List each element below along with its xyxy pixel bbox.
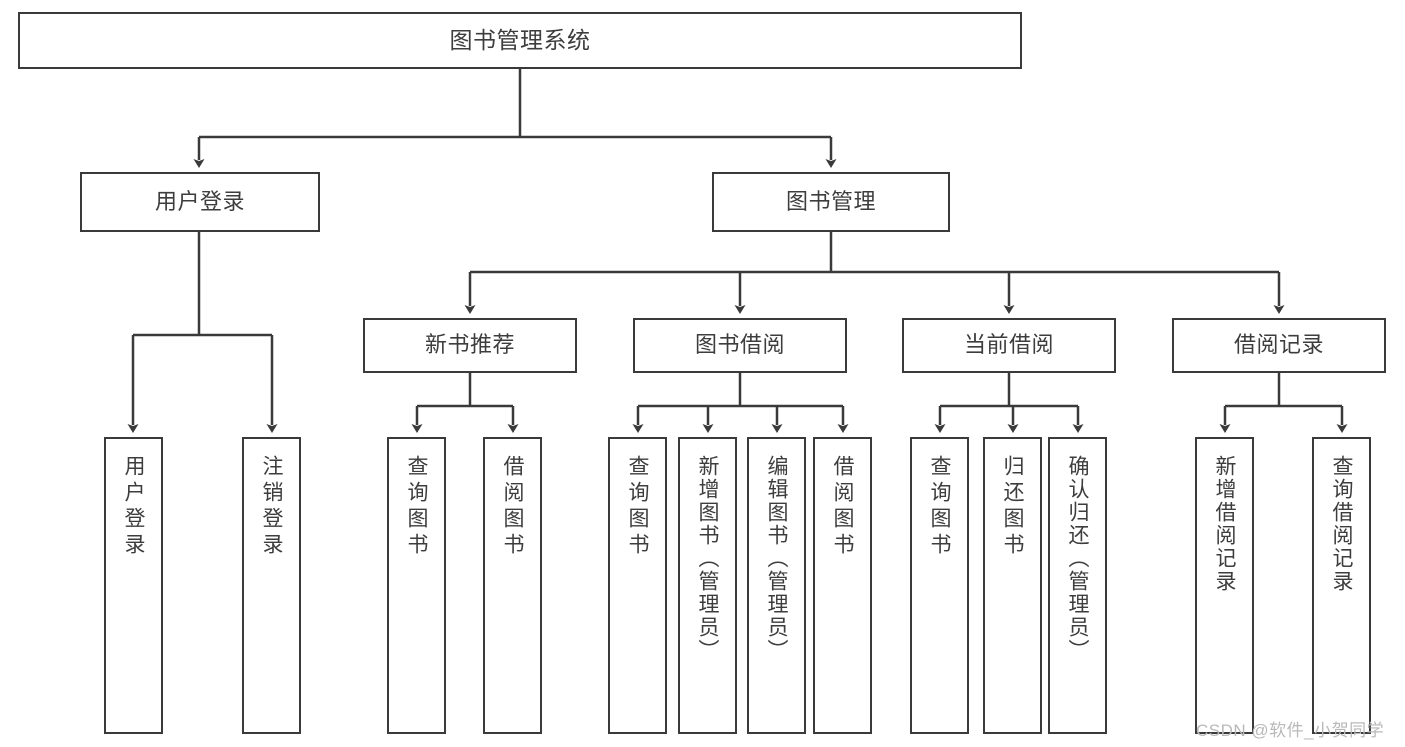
node-current-borrow[interactable]: 当前借阅: [902, 318, 1116, 373]
leaf-query-book-new[interactable]: 查询图书: [387, 437, 446, 734]
leaf-label: 查询借阅记录: [1330, 455, 1353, 593]
leaf-label: 归还图书: [1001, 455, 1024, 559]
node-label: 新书推荐: [424, 332, 515, 358]
node-label: 图书管理: [785, 188, 876, 214]
leaf-confirm-return-admin[interactable]: 确认归还（管理员）: [1048, 437, 1107, 734]
node-label: 当前借阅: [963, 332, 1054, 358]
leaf-add-borrow-record[interactable]: 新增借阅记录: [1195, 437, 1254, 734]
leaf-add-book-admin[interactable]: 新增图书（管理员）: [678, 437, 737, 734]
leaf-label: 借阅图书: [501, 455, 524, 559]
node-book-borrow[interactable]: 图书借阅: [633, 318, 847, 373]
leaf-logout[interactable]: 注销登录: [242, 437, 301, 734]
leaf-label: 查询图书: [626, 455, 649, 559]
watermark-text: CSDN @软件_小贺同学: [1196, 721, 1385, 740]
leaf-label: 新增借阅记录: [1213, 455, 1236, 593]
node-label: 图书管理系统: [449, 26, 591, 53]
leaf-label: 编辑图书（管理员）: [765, 455, 788, 662]
leaf-label: 注销登录: [260, 455, 283, 559]
leaf-edit-book-admin[interactable]: 编辑图书（管理员）: [747, 437, 806, 734]
leaf-query-book-borrow[interactable]: 查询图书: [608, 437, 667, 734]
node-new-book-recommend[interactable]: 新书推荐: [363, 318, 577, 373]
leaf-query-borrow-record[interactable]: 查询借阅记录: [1312, 437, 1371, 734]
leaf-label: 确认归还（管理员）: [1066, 455, 1089, 662]
node-label: 用户登录: [154, 188, 245, 214]
leaf-user-login[interactable]: 用户登录: [104, 437, 163, 734]
node-label: 图书借阅: [694, 332, 785, 358]
node-borrow-record[interactable]: 借阅记录: [1172, 318, 1386, 373]
leaf-return-book[interactable]: 归还图书: [983, 437, 1042, 734]
leaf-label: 借阅图书: [831, 455, 854, 559]
node-book-management[interactable]: 图书管理: [712, 172, 950, 232]
node-root-system[interactable]: 图书管理系统: [18, 12, 1022, 69]
node-user-login[interactable]: 用户登录: [80, 172, 320, 232]
leaf-label: 用户登录: [122, 455, 145, 559]
leaf-borrow-book-new[interactable]: 借阅图书: [483, 437, 542, 734]
node-label: 借阅记录: [1233, 332, 1324, 358]
leaf-borrow-book[interactable]: 借阅图书: [813, 437, 872, 734]
leaf-query-book-current[interactable]: 查询图书: [910, 437, 969, 734]
leaf-label: 新增图书（管理员）: [696, 455, 719, 662]
leaf-label: 查询图书: [405, 455, 428, 559]
leaf-label: 查询图书: [928, 455, 951, 559]
